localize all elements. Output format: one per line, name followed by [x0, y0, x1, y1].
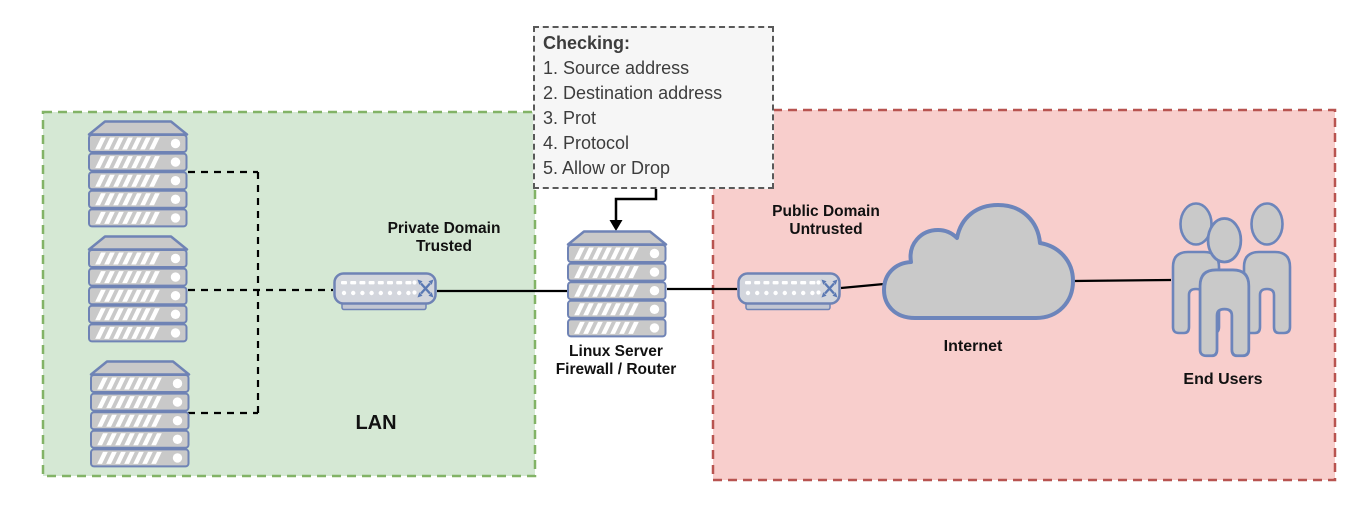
lan-switch: [333, 272, 437, 311]
firewall-label: Linux Server Firewall / Router: [516, 343, 716, 379]
end-users-label: End Users: [1183, 371, 1263, 388]
checking-note: Checking: 1. Source address 2. Destinati…: [533, 26, 774, 189]
connector-switch-cloud: [840, 282, 885, 290]
internet-cloud: [882, 203, 1075, 320]
checking-item-4: 4. Protocol: [543, 133, 630, 153]
public-domain-line2: Untrusted: [789, 221, 863, 238]
internet-label: Internet: [943, 338, 1003, 355]
solid-connectors: [437, 278, 1172, 293]
server-stack-2: [89, 237, 187, 342]
firewall-server: [568, 232, 666, 337]
private-domain-line1: Private Domain: [387, 220, 501, 237]
server-stack-3: [91, 362, 189, 467]
checking-note-arrow: [609, 189, 658, 231]
public-domain-label: Public Domain Untrusted: [726, 203, 926, 239]
checking-item-3: 3. Prot: [543, 108, 597, 128]
connector-cloud-users: [1072, 278, 1172, 283]
checking-note-title: Checking:: [543, 33, 631, 53]
public-domain-line1: Public Domain: [772, 203, 880, 220]
lan-dashed-connectors: [188, 170, 333, 415]
checking-item-5: 5. Allow or Drop: [543, 158, 671, 178]
server-stack-1: [89, 122, 187, 227]
firewall-line2: Firewall / Router: [555, 361, 677, 378]
private-domain-label: Private Domain Trusted: [344, 220, 544, 256]
checking-item-2: 2. Destination address: [543, 83, 723, 103]
checking-item-1: 1. Source address: [543, 58, 690, 78]
firewall-line1: Linux Server: [569, 343, 663, 360]
lan-label: LAN: [355, 412, 397, 434]
private-domain-line2: Trusted: [416, 238, 472, 255]
wan-switch: [737, 272, 841, 311]
